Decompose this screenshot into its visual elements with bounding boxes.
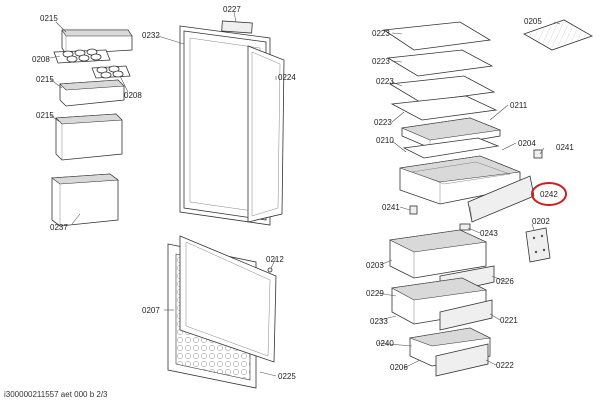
label-0242: 0242 [540,190,558,199]
label-0207: 0207 [142,306,160,315]
label-0202: 0202 [532,217,550,226]
label-0215-middle: 0215 [36,75,54,84]
lower-door-seal [179,235,277,363]
label-0227: 0227 [223,5,241,14]
label-0215-lower: 0215 [36,111,54,120]
label-0240: 0240 [376,339,394,348]
clip-left-lower [409,205,418,215]
label-0223-1: 0223 [372,29,390,38]
egg-tray-bottom [91,65,131,79]
label-0223-2: 0223 [372,57,390,66]
label-0206: 0206 [390,363,408,372]
label-0243: 0243 [480,229,498,238]
label-0223-4: 0223 [374,118,392,127]
crisper-tray [400,117,502,149]
label-0232: 0232 [142,31,160,40]
label-0241-upper: 0241 [556,143,574,152]
label-0208-lower: 0208 [124,91,142,100]
label-0210: 0210 [376,136,394,145]
upper-door-seal [247,45,285,223]
door-shelf-lower [55,113,123,161]
label-0241-lower: 0241 [382,203,400,212]
door-shelf-middle [59,79,125,107]
label-0226: 0226 [496,277,514,286]
drawer-front-0242 [467,175,535,223]
bottle-rack [523,19,593,51]
label-0204: 0204 [518,139,536,148]
label-0208-upper: 0208 [32,55,50,64]
leader-lines [49,11,561,377]
label-0215-top: 0215 [40,14,58,23]
label-0225: 0225 [278,372,296,381]
glass-shelf-4 [390,95,498,121]
freezer-front-lower [435,343,489,377]
drawer-cover-plate [402,137,500,159]
label-0221: 0221 [500,316,518,325]
glass-shelf-1 [382,21,492,51]
label-0211: 0211 [510,101,528,110]
label-0229: 0229 [366,289,384,298]
glass-shelf-3 [388,75,496,103]
upper-door-panel [179,25,271,226]
label-0222: 0222 [496,361,514,370]
label-0205: 0205 [524,17,542,26]
label-0223-3: 0223 [376,77,394,86]
upper-door-hinge-cover [221,20,253,34]
door-shelf-top [61,29,133,55]
freezer-front-middle [439,299,493,331]
drawer-slider-0243 [459,223,471,231]
label-0203: 0203 [366,261,384,270]
drawing-reference: i300000211557 aet 000 b 2/3 [4,390,108,399]
label-0237: 0237 [50,223,68,232]
lower-door-screw [267,267,273,273]
freezer-drawer-upper [389,229,488,279]
highlight-circle [531,182,567,206]
crisper-drawer [399,155,521,205]
label-0233: 0233 [370,317,388,326]
label-0212: 0212 [266,255,284,264]
egg-tray-top [53,48,111,64]
clip-right-upper [533,149,543,159]
hinge-plate [525,227,551,263]
glass-shelf-2 [386,49,494,77]
door-shelf-bottle [51,173,119,227]
label-0224: 0224 [278,73,296,82]
